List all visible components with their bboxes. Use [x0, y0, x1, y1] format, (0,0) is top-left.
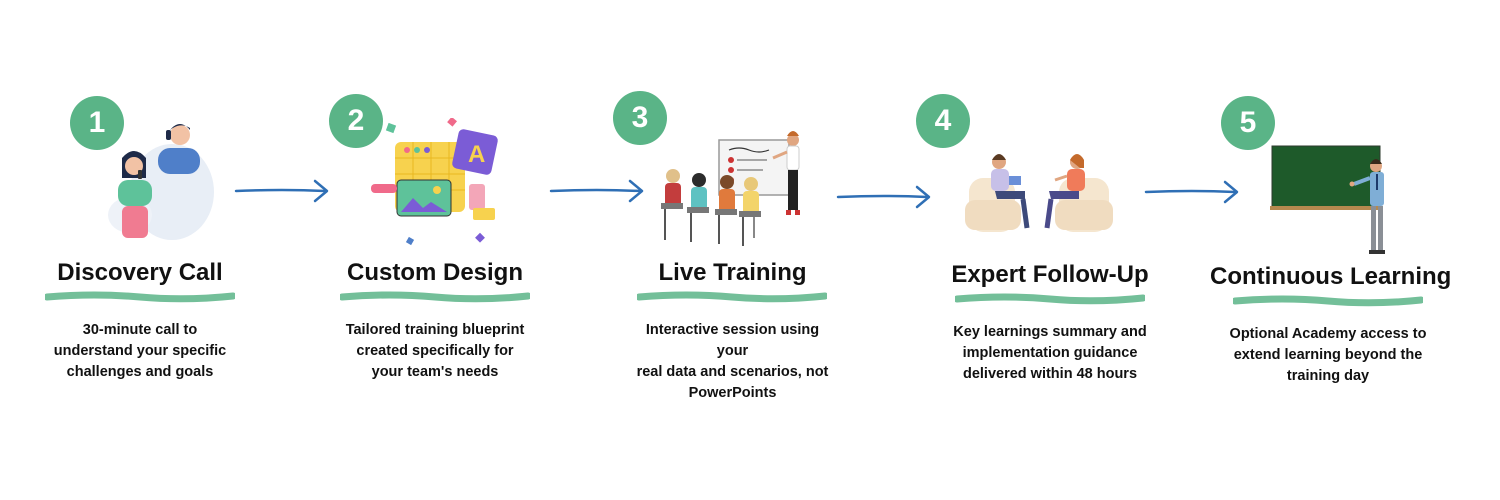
step-description: Tailored training blueprint created spec…: [345, 322, 525, 380]
step-description: Interactive session using your real data…: [636, 322, 829, 401]
step-number-badge: 3: [613, 91, 667, 145]
step-number-badge: 5: [1221, 96, 1275, 150]
arrow-right-icon: [549, 179, 644, 203]
step-number: 5: [1239, 106, 1257, 139]
step-title: Continuous Learning: [1210, 263, 1452, 290]
step-number: 2: [347, 104, 365, 137]
title-underline: [45, 291, 235, 303]
arrow-right-icon: [1144, 180, 1239, 204]
step-2: 2 A Custom Design Tailored training: [329, 0, 535, 500]
step-description: Key learnings summary and implementation…: [953, 324, 1147, 382]
step-number: 4: [934, 104, 952, 137]
step-title: Discovery Call: [57, 259, 223, 286]
step-1: 1 Discovery Call 30-minute call to under…: [40, 0, 240, 500]
step-3: 3 Live Training I: [613, 0, 835, 500]
step-number: 1: [88, 106, 106, 139]
teacher-blackboard-icon: [1270, 145, 1385, 254]
step-5: 5 Continuous Learning Optional Academy a…: [1210, 0, 1452, 500]
step-4: 4 Expert Follow-Up Key learnings summary…: [916, 0, 1155, 500]
design-elements-icon: A: [371, 118, 498, 246]
step-number: 3: [631, 101, 649, 134]
classroom-presentation-icon: [661, 131, 800, 246]
step-number-badge: 1: [70, 96, 124, 150]
consultation-meeting-icon: [965, 154, 1113, 232]
svg-text:A: A: [468, 141, 485, 168]
step-description: Optional Academy access to extend learni…: [1229, 326, 1427, 384]
step-number-badge: 4: [916, 94, 970, 148]
step-title: Live Training: [658, 259, 807, 286]
phone-call-people-icon: [108, 124, 214, 240]
step-description: 30-minute call to understand your specif…: [53, 322, 227, 380]
title-underline: [340, 291, 530, 303]
step-title: Expert Follow-Up: [951, 261, 1149, 288]
arrow-right-icon: [836, 185, 931, 209]
title-underline: [637, 291, 827, 303]
arrow-right-icon: [234, 179, 329, 203]
step-number-badge: 2: [329, 94, 383, 148]
title-underline: [955, 293, 1145, 305]
step-title: Custom Design: [346, 259, 523, 286]
title-underline: [1233, 295, 1423, 307]
